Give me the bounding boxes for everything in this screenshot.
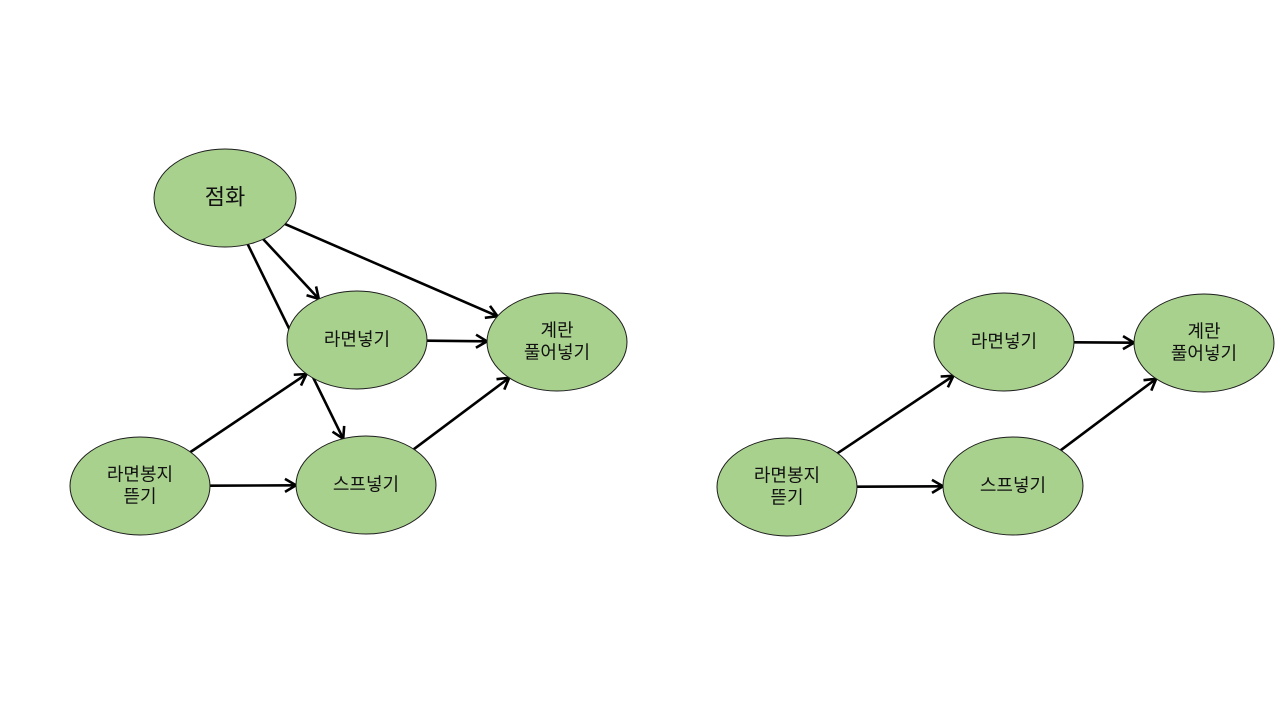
node-ellipse (933, 292, 1075, 392)
arrow-soup-to-egg (413, 376, 512, 451)
arrow-ramen-to-egg (426, 333, 490, 349)
node-label: 스프넣기 (980, 476, 1046, 497)
node-ellipse (69, 436, 211, 536)
node-label: 점화 (205, 186, 245, 211)
node-label: 라면넣기 (971, 332, 1037, 353)
node-label: 풀어넣기 (524, 343, 590, 364)
arrow-ignite-to-ramen (262, 238, 321, 301)
node-label: 라면넣기 (324, 330, 390, 351)
node-ellipse (716, 437, 858, 537)
node-label: 계란 (540, 321, 573, 342)
node-soup: 스프넣기 (942, 436, 1084, 536)
node-ellipse (286, 290, 428, 390)
node-label: 뜯기 (770, 488, 803, 509)
arrow-open-to-ramen (836, 374, 956, 455)
arrow-open-to-ramen (189, 372, 309, 454)
node-ramen: 라면넣기 (933, 292, 1075, 392)
node-label: 풀어넣기 (1171, 344, 1237, 365)
node-label: 뜯기 (123, 487, 156, 508)
node-ellipse (153, 148, 297, 248)
arrow-ignite-to-egg (284, 222, 500, 320)
node-ramen: 라면넣기 (286, 290, 428, 390)
node-ellipse (1133, 293, 1275, 393)
node-label: 라면봉지 (107, 465, 173, 486)
node-label: 계란 (1187, 322, 1220, 343)
node-ellipse (295, 435, 437, 535)
node-ignite: 점화 (153, 148, 297, 248)
node-ellipse (942, 436, 1084, 536)
arrow-soup-to-egg (1060, 377, 1159, 452)
node-soup: 스프넣기 (295, 435, 437, 535)
node-ellipse (486, 292, 628, 392)
node-label: 라면봉지 (754, 466, 820, 487)
node-label: 스프넣기 (333, 475, 399, 496)
